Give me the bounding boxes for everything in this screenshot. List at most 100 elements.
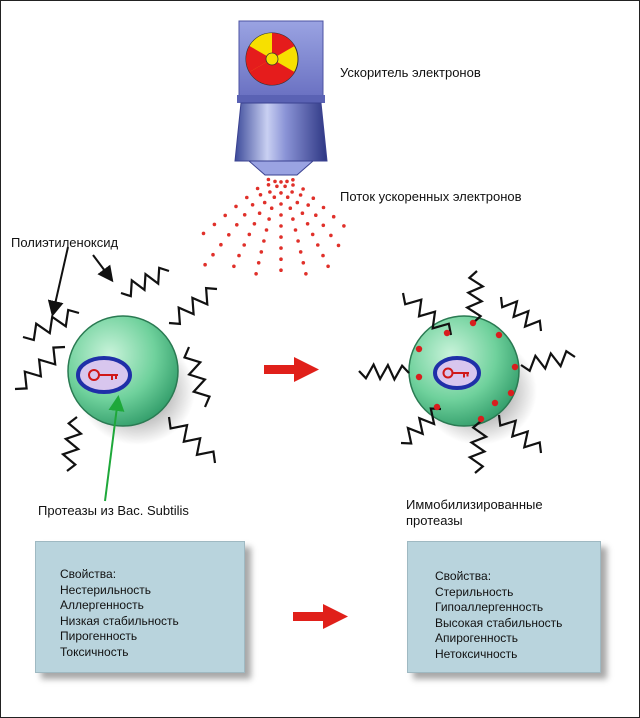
electron-dot (267, 217, 271, 221)
electron-dot (250, 203, 255, 207)
electron-dot (305, 222, 310, 226)
polymer-pointer-arrow-2 (92, 254, 114, 283)
polymer-chain (358, 362, 410, 382)
electron-dot (306, 203, 311, 207)
electron-dot (275, 184, 279, 189)
free-protease-properties-box: Свойства: Нестерильность Аллергенность Н… (35, 541, 245, 673)
property-item: Токсичность (60, 644, 129, 659)
graft-point (415, 345, 423, 353)
electron-dot (298, 193, 303, 197)
electron-dot (279, 224, 283, 228)
electron-dot (293, 228, 298, 232)
polymer-chains-grafted (358, 270, 576, 474)
electron-dot (314, 213, 318, 217)
electron-dot (255, 186, 260, 191)
electron-dot (266, 177, 271, 182)
electron-stream (201, 177, 346, 276)
electron-dot (291, 178, 295, 182)
property-item: Аллергенность (60, 598, 144, 612)
polymer-chains-free (14, 266, 218, 472)
protease-source-label: Протеазы из Bac. Subtilis (38, 503, 189, 518)
electron-dot (245, 195, 249, 200)
immobilized-label-line2: протеазы (406, 513, 463, 528)
electron-accelerator (234, 20, 328, 176)
polymer-chain (520, 349, 576, 373)
electron-dot (300, 211, 305, 215)
electron-dot (258, 193, 263, 197)
electron-dot (237, 253, 241, 258)
electron-dot (227, 233, 231, 237)
electron-dot (235, 223, 239, 227)
graft-point (415, 373, 423, 381)
graft-point (469, 319, 477, 327)
accelerator-flange (237, 95, 325, 103)
electron-dot (290, 190, 294, 194)
electron-dot (273, 179, 277, 184)
electron-dot (256, 261, 261, 265)
immobilized-label: Иммобилизированные протеазы (406, 497, 543, 529)
polymer-chain (467, 420, 489, 474)
electron-dot (296, 239, 300, 243)
electron-dot (262, 239, 266, 243)
polymer-chain (22, 308, 80, 342)
electron-dot (283, 184, 287, 189)
electron-dot (291, 183, 295, 187)
electron-dot (301, 261, 306, 265)
property-item: Пирогенность (60, 629, 138, 643)
electron-dot (232, 264, 236, 269)
electron-dot (279, 202, 283, 206)
grafting-points (415, 319, 519, 423)
electron-dot (288, 206, 293, 210)
radiation-hazard-icon (245, 32, 299, 86)
graft-point (507, 389, 515, 397)
accelerator-label: Ускоритель электронов (340, 65, 481, 80)
electron-dot (212, 222, 217, 227)
electron-dot (219, 242, 223, 247)
electron-dot (298, 250, 303, 254)
electron-dot (304, 272, 308, 276)
electron-dot (272, 195, 277, 199)
electron-dot (242, 243, 246, 247)
property-item: Нестерильность (60, 582, 152, 597)
key-icon (88, 369, 118, 381)
electron-dot (291, 217, 295, 221)
electron-dot (336, 243, 341, 248)
electron-dot (279, 235, 283, 239)
electron-dot (259, 250, 264, 254)
electron-dot (301, 187, 305, 191)
electron-dot (326, 264, 330, 269)
electron-dot (279, 257, 283, 262)
electron-dot (254, 272, 258, 276)
free-properties-list: Свойства: Нестерильность Аллергенность Н… (60, 567, 179, 660)
electron-dot (311, 196, 316, 200)
graft-point (495, 331, 503, 339)
electron-dot (310, 232, 315, 237)
property-item: Стерильность (435, 584, 514, 599)
electron-dot (279, 180, 283, 184)
free-protease-particle (14, 246, 218, 502)
property-item: Гипоаллергенность (435, 600, 544, 614)
property-item: Высокая стабильность (435, 615, 563, 630)
polymer-chain (167, 416, 217, 464)
process-arrow-bottom (293, 604, 348, 629)
electron-dot (262, 200, 267, 205)
electron-dot (201, 231, 206, 236)
nozzle-tip (247, 160, 315, 176)
polymer-chain (60, 416, 84, 472)
electron-dot (203, 262, 207, 267)
property-item: Апирогенность (435, 631, 519, 645)
electron-dot (285, 179, 289, 184)
electron-dot (279, 191, 283, 195)
key-icon (442, 367, 469, 379)
graft-point (433, 403, 441, 411)
electron-dot (331, 214, 336, 219)
protease-pointer-arrow (104, 395, 125, 502)
electron-dot (342, 224, 346, 228)
electron-dot (223, 213, 227, 218)
electron-dot (321, 205, 326, 210)
polymer-pointer-arrow-1 (47, 246, 69, 317)
polymer-chain (464, 270, 486, 324)
electron-dot (266, 183, 271, 187)
polymer-chain (400, 407, 442, 445)
immobilized-properties-box: Свойства: Стерильность Гипоаллергенность… (407, 541, 601, 673)
